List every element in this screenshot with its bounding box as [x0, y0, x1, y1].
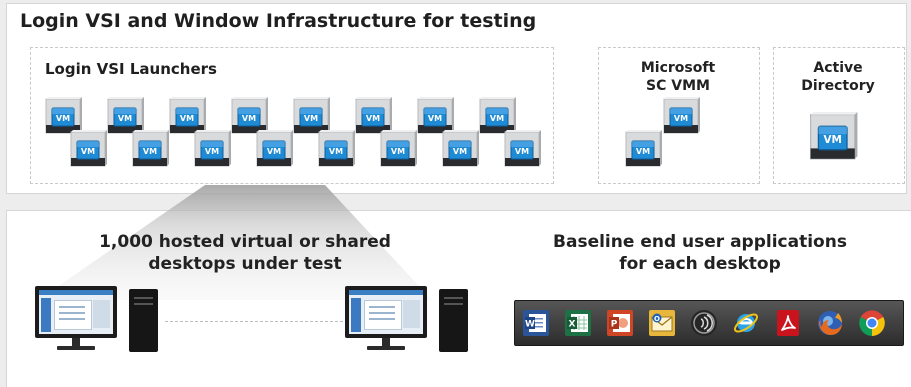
launchers-box	[30, 47, 554, 184]
vm-icon: VM	[441, 130, 481, 170]
svg-text:VM: VM	[329, 147, 343, 156]
svg-text:VM: VM	[242, 114, 256, 123]
chrome-icon	[858, 309, 886, 337]
svg-text:VM: VM	[267, 147, 281, 156]
powerpoint-icon: P	[606, 309, 634, 337]
excel-icon: X	[564, 309, 592, 337]
launchers-label: Login VSI Launchers	[45, 60, 217, 78]
monitor	[35, 286, 117, 338]
apps-caption: Baseline end user applications for each …	[510, 231, 890, 275]
scvmm-label-line1: Microsoft	[640, 60, 716, 76]
adobe-reader-icon	[774, 309, 802, 337]
vm-icon: VM	[168, 97, 208, 137]
vm-icon: VM	[69, 130, 109, 170]
svg-text:VM: VM	[180, 114, 194, 123]
active-directory-label: Active Directory	[773, 59, 903, 95]
vm-icon: VM	[354, 97, 394, 137]
ad-label-line1: Active	[813, 60, 863, 76]
vm-icon: VM	[230, 97, 270, 137]
vm-icon: VM	[503, 130, 543, 170]
scvmm-box	[598, 47, 760, 184]
vm-icon: VM	[193, 130, 233, 170]
vm-icon: VM	[379, 130, 419, 170]
apps-caption-line2: for each desktop	[619, 254, 781, 274]
word-icon: W	[522, 309, 550, 337]
pc-tower	[129, 289, 158, 352]
active-directory-box	[773, 47, 905, 184]
monitor	[345, 286, 427, 338]
pc-tower	[439, 289, 468, 352]
svg-text:VM: VM	[391, 147, 405, 156]
media-player-icon	[690, 309, 718, 337]
svg-text:VM: VM	[143, 147, 157, 156]
svg-text:VM: VM	[366, 114, 380, 123]
svg-text:X: X	[569, 320, 576, 330]
scvmm-label: Microsoft SC VMM	[598, 59, 758, 95]
vm-icon: VM	[131, 130, 171, 170]
ad-label-line2: Directory	[801, 78, 875, 94]
vm-icon: VM	[317, 130, 357, 170]
desktops-caption-line1: 1,000 hosted virtual or shared	[99, 232, 391, 252]
svg-text:VM: VM	[636, 147, 650, 156]
svg-text:W: W	[525, 320, 535, 330]
outlook-icon: O	[648, 309, 676, 337]
svg-text:VM: VM	[81, 147, 95, 156]
svg-text:VM: VM	[428, 114, 442, 123]
apps-caption-line1: Baseline end user applications	[553, 232, 847, 252]
desktop-workstation	[35, 286, 160, 354]
svg-text:VM: VM	[674, 114, 688, 123]
page-title: Login VSI and Window Infrastructure for …	[20, 10, 537, 32]
vm-icon: VM	[44, 97, 84, 137]
vm-icon: VM	[292, 97, 332, 137]
internet-explorer-icon	[732, 309, 760, 337]
vm-icon: VM	[416, 97, 456, 137]
desktops-caption-line2: desktops under test	[148, 254, 342, 274]
desktop-workstation	[345, 286, 470, 354]
svg-text:P: P	[611, 320, 618, 330]
scvmm-label-line2: SC VMM	[646, 78, 710, 94]
svg-text:O: O	[654, 315, 660, 323]
svg-text:VM: VM	[205, 147, 219, 156]
svg-text:VM: VM	[56, 114, 70, 123]
vm-icon: VM	[255, 130, 295, 170]
vm-icon: VM	[478, 97, 518, 137]
svg-text:VM: VM	[453, 147, 467, 156]
svg-text:VM: VM	[824, 134, 842, 146]
desktops-caption: 1,000 hosted virtual or shared desktops …	[70, 231, 420, 275]
firefox-icon	[816, 309, 844, 337]
svg-text:VM: VM	[490, 114, 504, 123]
vm-icon: VM	[662, 97, 702, 137]
vm-icon: VM	[106, 97, 146, 137]
vm-icon: VM	[624, 130, 664, 170]
svg-text:VM: VM	[118, 114, 132, 123]
dashed-connector	[165, 321, 343, 322]
svg-text:VM: VM	[515, 147, 529, 156]
vm-icon: VM	[808, 112, 860, 164]
application-bar: W X P O	[514, 300, 904, 346]
svg-text:VM: VM	[304, 114, 318, 123]
